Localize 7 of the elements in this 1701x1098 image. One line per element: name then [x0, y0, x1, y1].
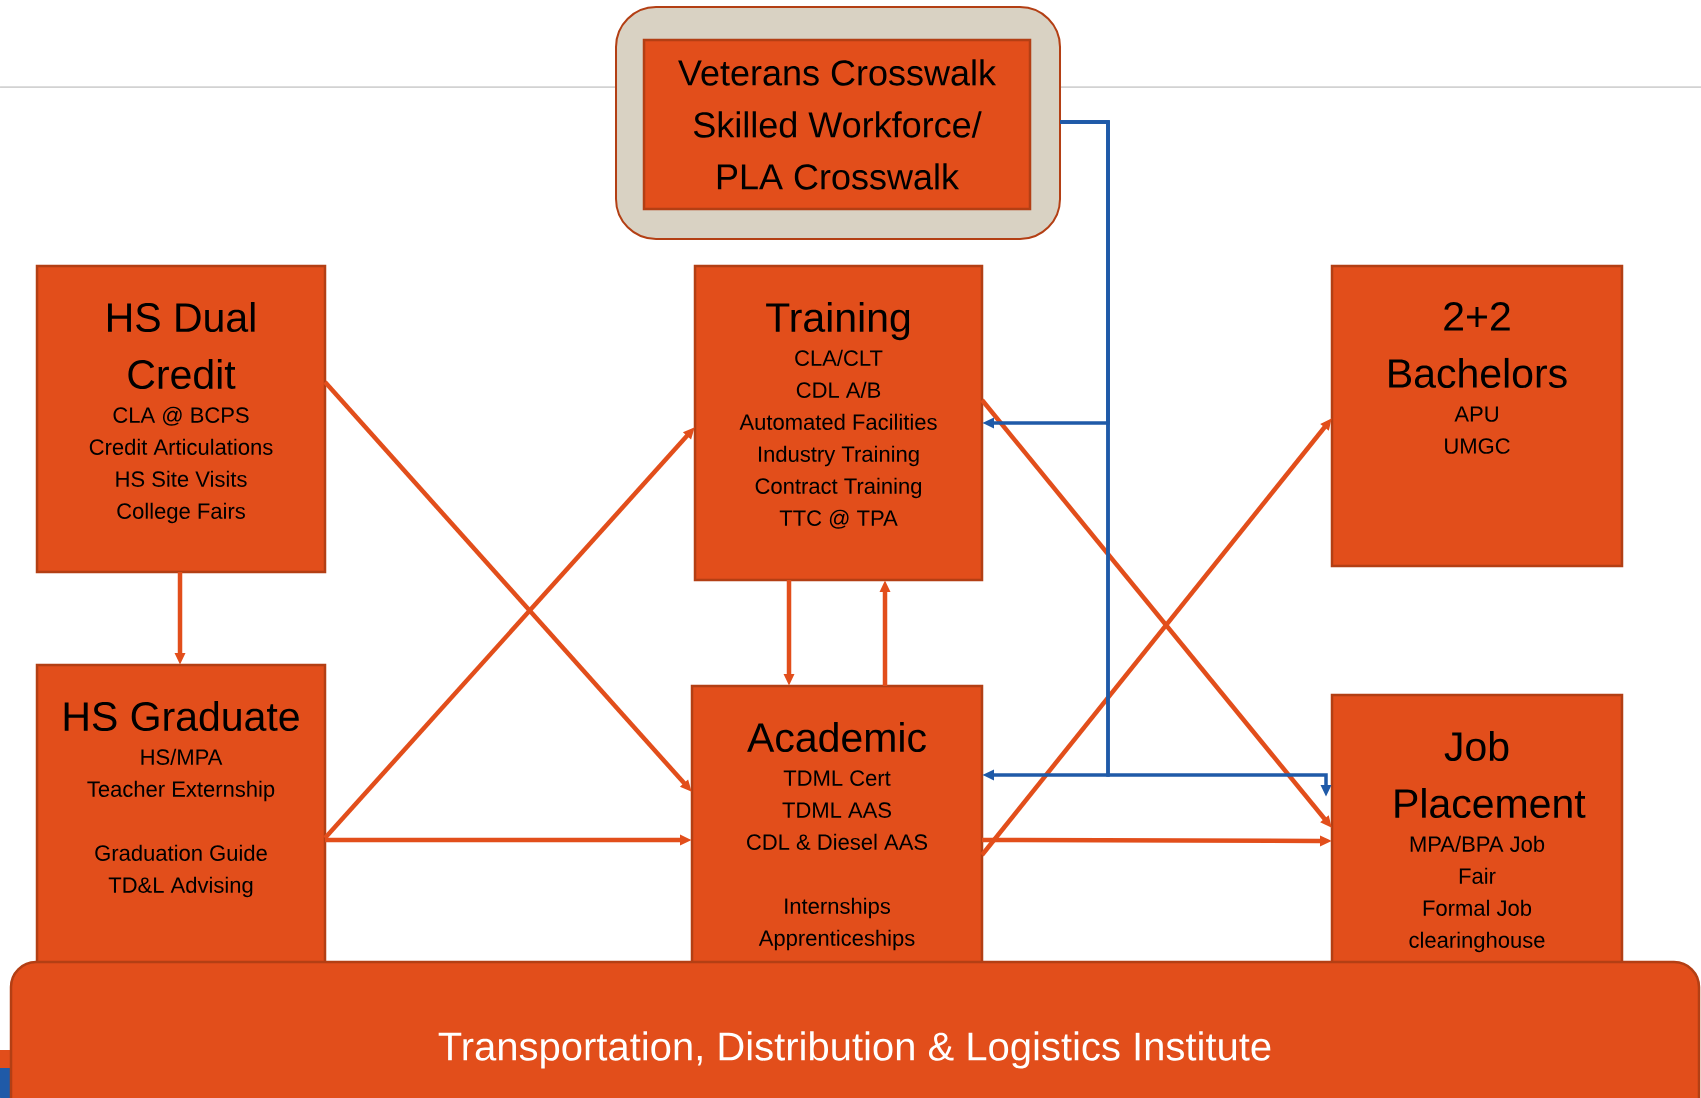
- stage-box: 2+2 Bachelors APU UMGC: [1330, 264, 1624, 568]
- stage-box: HS Graduate HS/MPA Teacher Externship Graduation Guide TD&L Advising: [35, 663, 327, 968]
- stage-box: Training CLA/CLT CDL A/B Automated Facilities Industry Training Contract Training TTC @ TPA: [693, 264, 984, 582]
- stage-box: Job Placement MPA/BPA Job Fair Formal Job clearinghouse: [1330, 693, 1624, 968]
- stage-box: Academic TDML Cert TDML AAS CDL & Diesel AAS Internships Apprenticeships: [690, 684, 984, 968]
- program-box: Veterans Crosswalk Skilled Workforce/ PLA Crosswalk: [642, 38, 1032, 211]
- stage-box: HS Dual Credit CLA @ BCPS Credit Articulations HS Site Visits College Fairs: [35, 264, 327, 574]
